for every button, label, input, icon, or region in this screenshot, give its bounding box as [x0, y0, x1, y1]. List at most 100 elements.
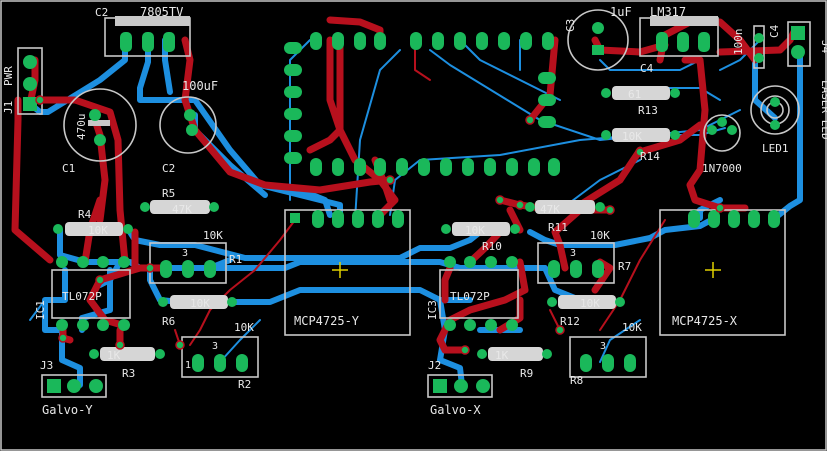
label-r7: R7 [618, 260, 631, 273]
label-r7-value: 10K [590, 229, 610, 242]
regulator-7805-tab [115, 16, 190, 26]
vias [35, 95, 725, 355]
label-r5: R5 [162, 187, 175, 200]
label-galvo-x: Galvo-X [430, 403, 481, 417]
r10-body [452, 222, 510, 236]
r5-body [150, 200, 210, 214]
c1-stripe [88, 120, 110, 126]
label-r12: R12 [560, 315, 580, 328]
label-mcp-y: MCP4725-Y [294, 314, 360, 328]
label-ic3: IC3 [426, 300, 439, 320]
silkscreen-labels: C2 7805TV C3 1uF LM317 C4 100n C4 J4 LAS… [2, 5, 827, 417]
r3-body [100, 347, 155, 361]
j3-outline [41, 374, 107, 398]
label-j3: J3 [40, 359, 53, 372]
label-r8-value: 10K [622, 321, 642, 334]
label-trim-r8-pin: 3 [600, 341, 606, 352]
label-r6-value: 10K [190, 297, 210, 310]
label-laser-led: LASER LED [819, 80, 827, 140]
bottom-copper-traces [27, 37, 803, 388]
label-j2: J2 [428, 359, 441, 372]
trimmer-r2-outline [181, 336, 259, 378]
r11-body [535, 200, 595, 214]
j1-outline [17, 47, 43, 115]
label-c4: C4 [768, 24, 781, 38]
label-pwr: PWR [2, 66, 15, 86]
label-trim-r1-pin: 3 [182, 248, 188, 259]
label-c2-top: C2 [95, 6, 108, 19]
label-r2: R2 [238, 378, 251, 391]
label-r13-value: 61 [628, 88, 641, 101]
label-j4: J4 [819, 40, 827, 54]
label-r5-value: 47K [172, 203, 192, 216]
label-c1-value: 470u [75, 114, 88, 141]
label-r4: R4 [78, 208, 92, 221]
label-r8: R8 [570, 374, 583, 387]
label-led1: LED1 [762, 142, 789, 155]
c3-outline [567, 9, 629, 71]
label-tl072-right: TL072P [450, 290, 490, 303]
tl072-right-outline [439, 269, 519, 319]
trimmer-r8-outline [569, 336, 647, 378]
label-ic1: IC1 [34, 300, 47, 320]
regulator-lm317-tab [650, 16, 718, 26]
label-r3: R3 [122, 367, 135, 380]
j4-outline [787, 21, 811, 67]
label-c2: C2 [162, 162, 175, 175]
pads [23, 22, 805, 393]
c4-outline [753, 25, 765, 69]
c2-outline [159, 96, 217, 154]
label-galvo-y: Galvo-Y [42, 403, 93, 417]
mcp4725-y-outline [284, 209, 411, 336]
label-r14: R14 [640, 150, 660, 163]
r6-body [170, 295, 228, 309]
label-7805: 7805TV [140, 5, 183, 19]
r12-body [558, 295, 616, 309]
label-r13: R13 [638, 104, 658, 117]
label-trim-r2-pin1: 1 [185, 360, 191, 371]
r9-body [488, 347, 543, 361]
mcp4725-x-origin [705, 262, 721, 278]
c1-outline [63, 88, 137, 162]
r4-body [65, 222, 123, 236]
label-r14-value: 10K [622, 130, 642, 143]
transistor-outline [703, 114, 741, 152]
silkscreen [17, 9, 811, 398]
label-trim-r2-pin: 3 [212, 341, 218, 352]
label-tl072-left: TL072P [62, 290, 102, 303]
label-r9: R9 [520, 367, 533, 380]
r14-body [612, 128, 670, 142]
label-r1: R1 [229, 253, 242, 266]
mcp4725-y-origin [332, 262, 348, 278]
label-c4-bottom: C4 [640, 62, 654, 75]
label-r1-value: 10K [203, 229, 223, 242]
label-c1: C1 [62, 162, 75, 175]
led1-outline [750, 85, 800, 135]
label-trim-r7-pin: 3 [570, 248, 576, 259]
tl072-left-outline [51, 269, 131, 319]
label-c3-value: 1uF [610, 5, 632, 19]
label-r11-value: 47K [540, 203, 560, 216]
label-r2-value: 10K [234, 321, 254, 334]
trimmer-r7-outline [537, 242, 615, 284]
label-lm317: LM317 [650, 5, 686, 19]
trimmer-r1-outline [149, 242, 227, 284]
label-j1: J1 [2, 101, 15, 114]
label-r11: R11 [548, 221, 568, 234]
r13-body [612, 86, 670, 100]
label-mcp-x: MCP4725-X [672, 314, 738, 328]
label-r4-value: 10K [88, 224, 108, 237]
label-r3-value: 1K [107, 349, 121, 362]
label-r6: R6 [162, 315, 175, 328]
label-c4-value: 100n [732, 29, 745, 56]
label-r10-value: 10K [465, 224, 485, 237]
label-r9-value: 1K [495, 349, 509, 362]
label-c3-top: C3 [564, 19, 577, 32]
label-c2-value: 100uF [182, 79, 218, 93]
label-r10: R10 [482, 240, 502, 253]
label-r12-value: 10K [580, 297, 600, 310]
j2-outline [427, 374, 493, 398]
